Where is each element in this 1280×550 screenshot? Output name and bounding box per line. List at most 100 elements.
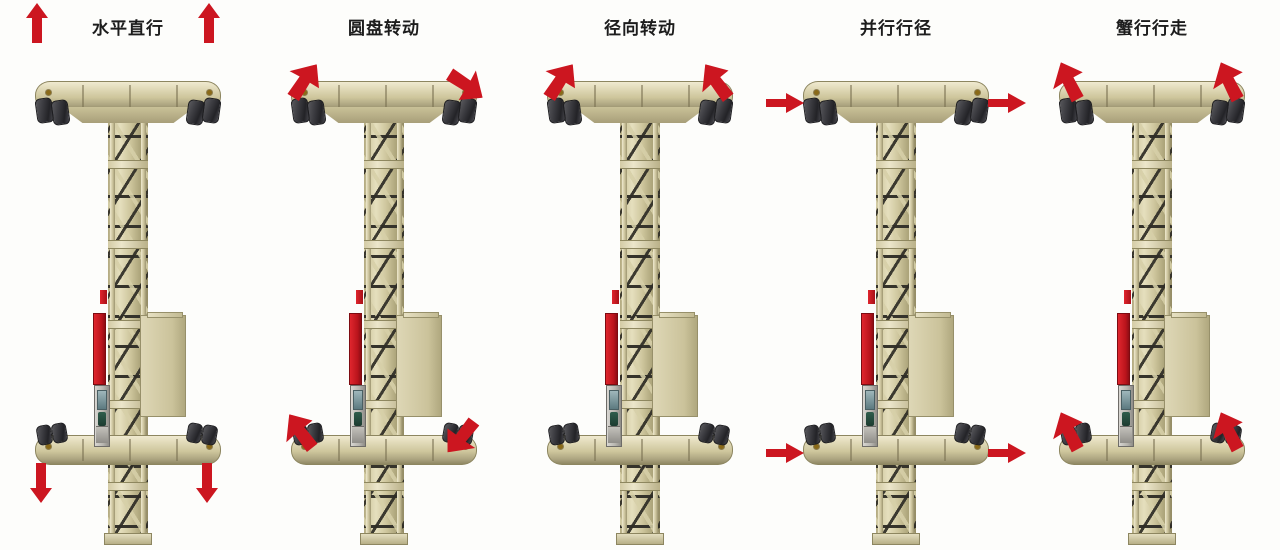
beam-rib <box>944 85 946 107</box>
cabin-window <box>353 390 363 410</box>
red-indicator-tab <box>868 290 875 304</box>
beam-pivot-hub <box>719 444 724 449</box>
beam-rib <box>1200 439 1202 461</box>
top-left-arrow <box>283 64 322 103</box>
mast-section-joint <box>876 160 916 169</box>
bottom-axle-beam <box>1059 421 1245 469</box>
beam-rib <box>850 439 852 461</box>
red-control-cabinet <box>93 313 106 385</box>
mast-section-joint <box>108 160 148 169</box>
wheel-assembly <box>818 98 839 127</box>
beam-rib <box>850 85 852 107</box>
cabin-motor <box>98 412 106 426</box>
axle-skirt <box>829 107 963 123</box>
bottom-right-arrow <box>445 416 482 453</box>
beam-rib <box>129 439 131 461</box>
mast-section-joint <box>108 482 148 491</box>
beam-rib <box>338 85 340 107</box>
bottom-left-arrow <box>30 463 52 503</box>
axle-skirt <box>573 107 707 123</box>
beam-rib <box>1106 85 1108 107</box>
gantry-mast-machine <box>284 45 484 545</box>
beam-pivot-hub <box>975 444 980 449</box>
mast-section-joint <box>620 320 660 329</box>
beam-rib <box>594 439 596 461</box>
beam-rib <box>176 439 178 461</box>
mast-section-joint <box>876 240 916 249</box>
machine-panel-2: 圆盘转动 <box>256 0 512 550</box>
beam-rib <box>897 439 899 461</box>
beam-rib <box>1200 85 1202 107</box>
bottom-right-arrow <box>1209 412 1253 456</box>
mast-section-joint <box>364 160 404 169</box>
mast-base-plate <box>872 533 920 545</box>
machine-panel-5: 蟹行行走 <box>1024 0 1280 550</box>
beam-rib <box>594 85 596 107</box>
mast-section-joint <box>620 482 660 491</box>
red-indicator-tab <box>612 290 619 304</box>
beam-pivot-hub <box>814 444 819 449</box>
red-control-cabinet <box>605 313 618 385</box>
top-axle-beam <box>34 81 222 127</box>
beam-rib <box>688 85 690 107</box>
wheel-assembly <box>50 98 71 127</box>
cabin-base <box>864 426 876 443</box>
operator-cabin-module <box>1118 385 1134 447</box>
bottom-left-arrow <box>1049 412 1093 456</box>
cabin-window <box>609 390 619 410</box>
red-indicator-tab <box>356 290 363 304</box>
mast-section-joint <box>364 240 404 249</box>
wheel-assembly <box>562 421 581 445</box>
top-right-arrow <box>699 64 738 103</box>
panel-label: 圆盘转动 <box>348 19 420 39</box>
mast-section-joint <box>876 320 916 329</box>
wheel-assembly <box>201 96 222 125</box>
operator-cabin-module <box>862 385 878 447</box>
panel-label: 蟹行行走 <box>1116 19 1188 39</box>
mast-section-joint <box>876 400 916 409</box>
mast-section-joint <box>1132 320 1172 329</box>
wheel-assembly <box>306 98 327 127</box>
beam-pivot-hub <box>207 444 212 449</box>
operator-cabin-module <box>606 385 622 447</box>
beam-rib <box>338 439 340 461</box>
beam-pivot-hub <box>558 90 563 95</box>
beam-pivot-hub <box>558 444 563 449</box>
top-axle-beam <box>546 81 734 127</box>
beam-pivot-hub <box>975 90 980 95</box>
bottom-axle-beam <box>35 421 221 469</box>
axle-skirt <box>61 107 195 123</box>
mast-base-plate <box>360 533 408 545</box>
side-panel-board <box>652 312 698 417</box>
red-indicator-tab <box>100 290 107 304</box>
mast-section-joint <box>1132 482 1172 491</box>
side-panel-board <box>140 312 186 417</box>
bottom-axle-beam <box>291 421 477 469</box>
gantry-mast-machine <box>766 45 1026 545</box>
panel-label: 径向转动 <box>604 19 676 39</box>
cabin-base <box>608 426 620 443</box>
red-control-cabinet <box>349 313 362 385</box>
cabin-motor <box>1122 412 1130 426</box>
beam-rib <box>82 85 84 107</box>
top-left-arrow <box>26 3 48 43</box>
bottom-left-arrow <box>766 443 804 463</box>
beam-rib <box>897 85 899 107</box>
mast-section-joint <box>1132 160 1172 169</box>
cabin-base <box>1120 426 1132 443</box>
mast-section-joint <box>364 320 404 329</box>
red-control-cabinet <box>1117 313 1130 385</box>
mast-section-joint <box>620 400 660 409</box>
mast-section-joint <box>1132 400 1172 409</box>
mast-section-joint <box>108 320 148 329</box>
lattice-mast <box>364 90 404 545</box>
top-left-arrow <box>1049 62 1093 106</box>
mast-base-plate <box>1128 533 1176 545</box>
bottom-axle-beam <box>547 421 733 469</box>
red-indicator-tab <box>1124 290 1131 304</box>
red-control-cabinet <box>861 313 874 385</box>
beam-rib <box>1153 439 1155 461</box>
gantry-mast-machine <box>540 45 740 545</box>
side-panel-board <box>908 312 954 417</box>
beam-rib <box>641 85 643 107</box>
